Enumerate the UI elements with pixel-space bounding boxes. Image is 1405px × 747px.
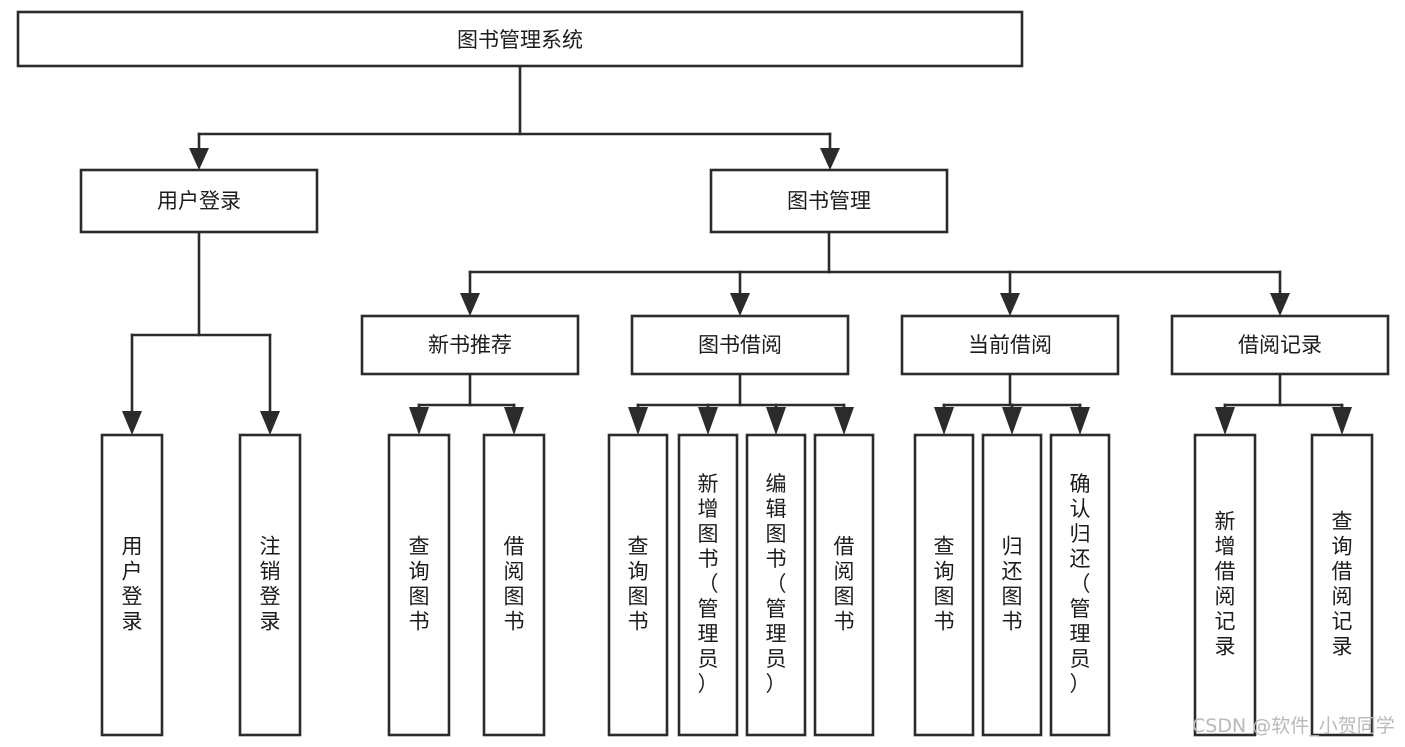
node-leaf-return-book-box[interactable] — [981, 433, 1043, 737]
node-leaf-user-logout-label: 注销登录 — [260, 535, 281, 634]
node-user-login-box[interactable] — [79, 168, 319, 234]
node-leaf-user-login-label: 用户登录 — [122, 535, 143, 634]
node-current-borrow-box[interactable] — [900, 314, 1120, 376]
node-leaf-user-logout-box[interactable] — [238, 433, 302, 737]
node-book-manage-box[interactable] — [709, 168, 949, 234]
node-leaf-user-logout[interactable]: 注销登录 — [238, 433, 302, 737]
node-leaf-query-book-current-label: 查询图书 — [934, 535, 955, 634]
node-borrow-record[interactable]: 借阅记录 — [1170, 314, 1390, 376]
node-current-borrow-label: 当前借阅 — [968, 333, 1052, 357]
arrowhead-current-borrow — [1000, 293, 1020, 316]
node-book-borrow-label: 图书借阅 — [698, 333, 782, 357]
arrowhead-leaf-edit-book-admin — [766, 407, 786, 435]
node-leaf-query-book-borrow-box[interactable] — [607, 433, 669, 737]
node-leaf-query-borrow-record-label: 查询借阅记录 — [1332, 510, 1353, 659]
node-leaf-borrow-book-rec[interactable]: 借阅图书 — [482, 433, 546, 737]
node-leaf-return-book[interactable]: 归还图书 — [981, 433, 1043, 737]
arrowhead-leaf-add-book-admin — [698, 407, 718, 435]
arrowhead-leaf-add-borrow-record — [1215, 407, 1235, 435]
node-leaf-query-book-current-box[interactable] — [913, 433, 975, 737]
node-leaf-confirm-return-admin-box[interactable] — [1049, 433, 1111, 737]
node-leaf-borrow-book-rec-box[interactable] — [482, 433, 546, 737]
node-leaf-query-book-rec-label: 查询图书 — [409, 535, 430, 634]
node-leaf-borrow-book-label: 借阅图书 — [834, 535, 855, 634]
node-book-borrow-box[interactable] — [630, 314, 850, 376]
node-borrow-record-box[interactable] — [1170, 314, 1390, 376]
node-leaf-query-book-current[interactable]: 查询图书 — [913, 433, 975, 737]
arrowhead-borrow-record — [1270, 293, 1290, 316]
arrowhead-leaf-query-book-rec — [409, 407, 429, 435]
arrowhead-leaf-user-login — [122, 411, 142, 435]
node-current-borrow[interactable]: 当前借阅 — [900, 314, 1120, 376]
node-leaf-add-book-admin[interactable]: 新增图书（管理员） — [677, 433, 739, 737]
arrowhead-leaf-borrow-book-rec — [504, 407, 524, 435]
connector-layer — [122, 64, 1352, 435]
node-leaf-query-book-rec[interactable]: 查询图书 — [387, 433, 451, 737]
node-root[interactable]: 图书管理系统 — [16, 10, 1024, 68]
node-leaf-query-book-borrow-label: 查询图书 — [628, 535, 649, 634]
node-new-book-recommend[interactable]: 新书推荐 — [360, 314, 580, 376]
node-leaf-add-borrow-record[interactable]: 新增借阅记录 — [1193, 433, 1257, 737]
csdn-watermark: CSDN @软件_小贺同学 — [1192, 715, 1395, 737]
node-leaf-query-book-borrow[interactable]: 查询图书 — [607, 433, 669, 737]
node-leaf-add-borrow-record-label: 新增借阅记录 — [1215, 510, 1236, 659]
node-root-box[interactable] — [16, 10, 1024, 68]
arrowhead-leaf-confirm-return-admin — [1070, 407, 1090, 435]
node-book-manage-label: 图书管理 — [787, 189, 871, 213]
node-leaf-add-borrow-record-box[interactable] — [1193, 433, 1257, 737]
node-leaf-query-book-rec-box[interactable] — [387, 433, 451, 737]
node-leaf-edit-book-admin-label: 编辑图书（管理员） — [766, 472, 787, 696]
arrowhead-book-manage — [820, 148, 840, 170]
node-leaf-query-borrow-record-box[interactable] — [1310, 433, 1374, 737]
arrowhead-new-book-recommend — [460, 293, 480, 316]
arrowhead-leaf-borrow-book — [834, 407, 854, 435]
node-leaf-user-login[interactable]: 用户登录 — [100, 433, 164, 737]
node-leaf-confirm-return-admin[interactable]: 确认归还（管理员） — [1049, 433, 1111, 737]
node-leaf-edit-book-admin[interactable]: 编辑图书（管理员） — [745, 433, 807, 737]
node-user-login-label: 用户登录 — [157, 189, 241, 213]
node-new-book-recommend-box[interactable] — [360, 314, 580, 376]
node-leaf-return-book-label: 归还图书 — [1002, 535, 1023, 634]
node-leaf-borrow-book-rec-label: 借阅图书 — [504, 535, 525, 634]
node-new-book-recommend-label: 新书推荐 — [428, 333, 512, 357]
arrowhead-leaf-query-book-borrow — [628, 407, 648, 435]
node-book-manage[interactable]: 图书管理 — [709, 168, 949, 234]
node-user-login[interactable]: 用户登录 — [79, 168, 319, 234]
arrowhead-leaf-query-borrow-record — [1332, 407, 1352, 435]
node-borrow-record-label: 借阅记录 — [1238, 333, 1322, 357]
node-root-label: 图书管理系统 — [457, 28, 583, 52]
node-leaf-add-book-admin-box[interactable] — [677, 433, 739, 737]
arrowhead-user-login — [189, 148, 209, 170]
arrowhead-leaf-user-logout — [260, 411, 280, 435]
node-leaf-edit-book-admin-box[interactable] — [745, 433, 807, 737]
node-leaf-user-login-box[interactable] — [100, 433, 164, 737]
node-leaf-confirm-return-admin-label: 确认归还（管理员） — [1070, 472, 1091, 696]
arrowhead-book-borrow — [730, 293, 750, 316]
node-leaf-query-borrow-record[interactable]: 查询借阅记录 — [1310, 433, 1374, 737]
arrowhead-leaf-query-book-current — [934, 407, 954, 435]
node-leaf-borrow-book-box[interactable] — [813, 433, 875, 737]
node-book-borrow[interactable]: 图书借阅 — [630, 314, 850, 376]
node-leaf-add-book-admin-label: 新增图书（管理员） — [698, 472, 719, 696]
arrowhead-leaf-return-book — [1002, 407, 1022, 435]
node-leaf-borrow-book[interactable]: 借阅图书 — [813, 433, 875, 737]
